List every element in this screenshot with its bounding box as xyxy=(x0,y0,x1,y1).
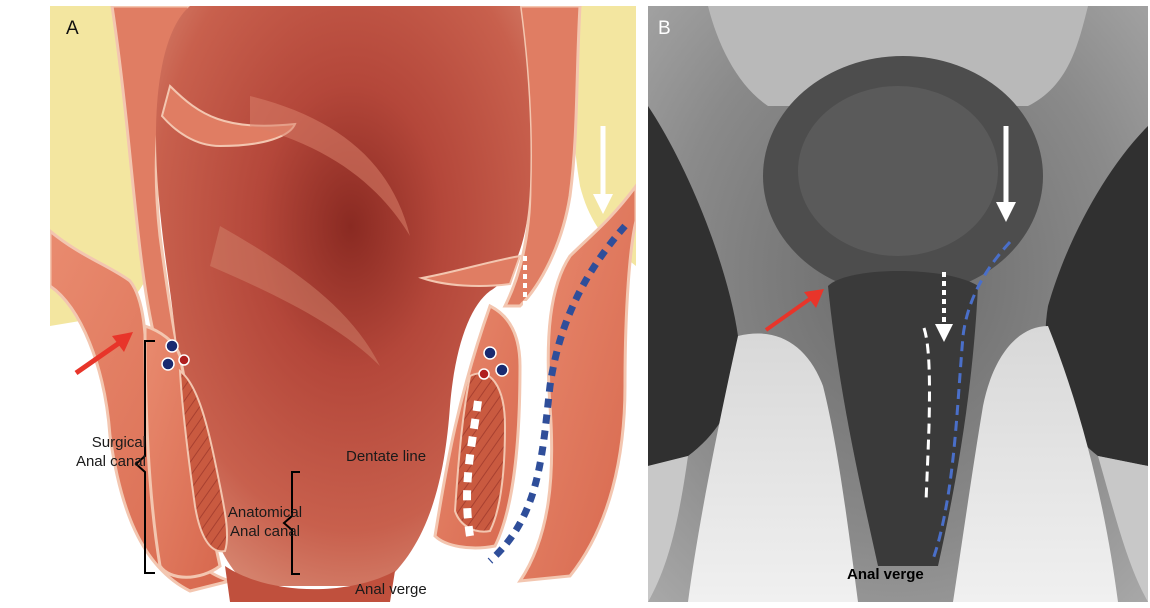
surgical-anal-canal-label: Surgical Anal canal xyxy=(50,433,146,471)
mri-image xyxy=(648,6,1148,602)
surgical-label-line1: Surgical xyxy=(50,433,146,452)
mri-rectum-inner xyxy=(798,86,998,256)
anal-canal-illustration xyxy=(50,6,636,602)
anal-verge-label-b: Anal verge xyxy=(847,566,924,583)
panel-a-illustration: A Surgical Anal canal Anatomical Anal ca… xyxy=(50,6,636,602)
anatomical-label-line2: Anal canal xyxy=(210,522,320,541)
panel-b-mri: B Anal verge xyxy=(648,6,1148,602)
dentate-line-label: Dentate line xyxy=(346,447,426,466)
panel-letter-b: B xyxy=(658,18,671,40)
anal-verge-label-a: Anal verge xyxy=(355,580,427,599)
anatomical-anal-canal-label: Anatomical Anal canal xyxy=(210,503,320,541)
panel-letter-a: A xyxy=(66,18,79,40)
surgical-label-line2: Anal canal xyxy=(50,452,146,471)
anatomical-label-line1: Anatomical xyxy=(210,503,320,522)
